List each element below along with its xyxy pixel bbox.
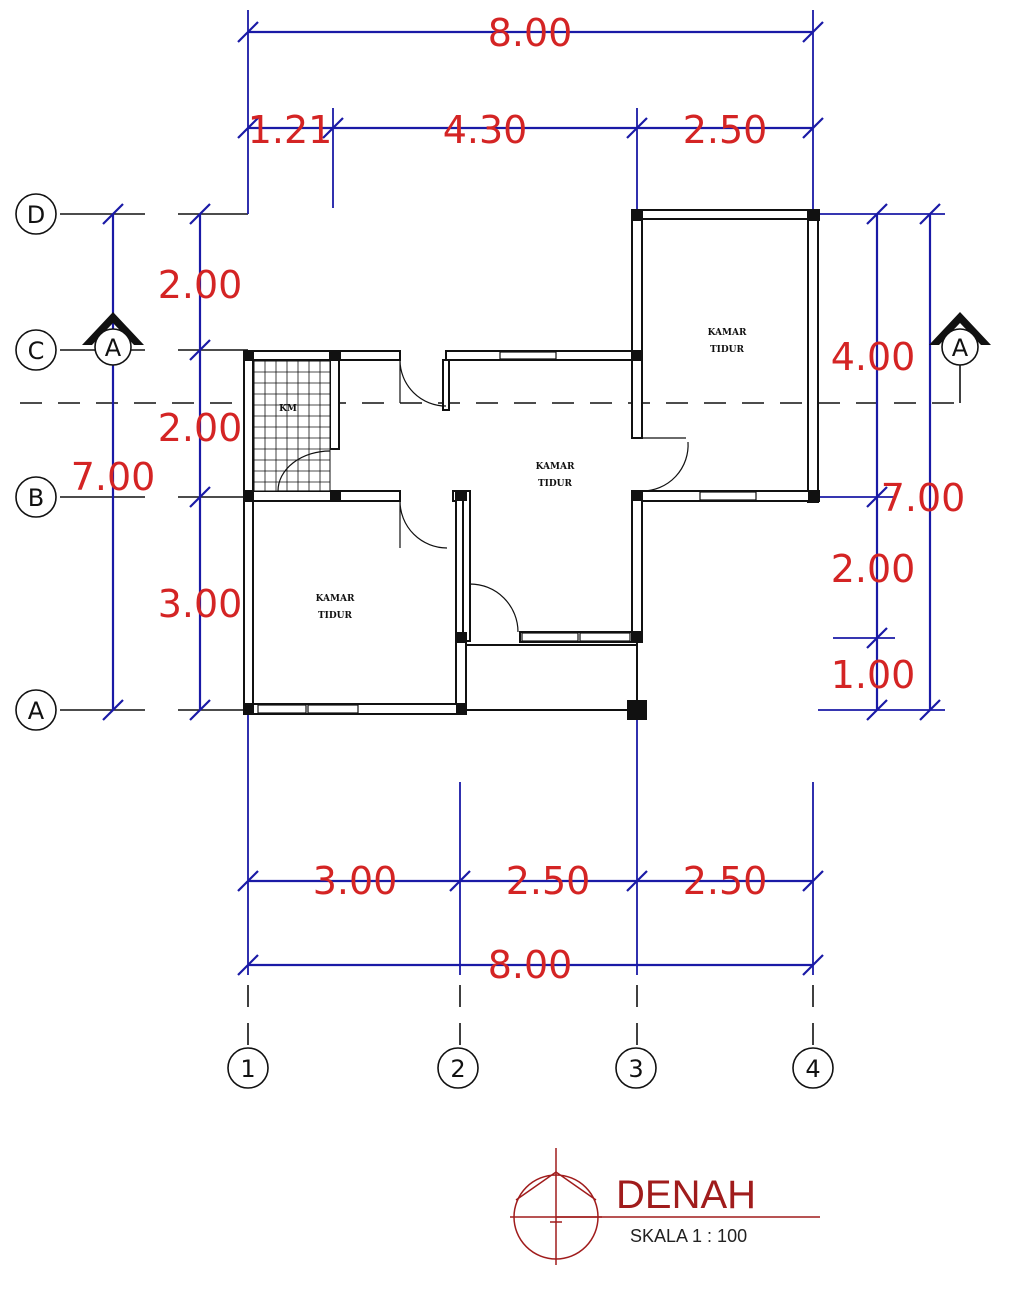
room-labels: KAMAR TIDUR KAMAR TIDUR KAMAR TIDUR [316,328,747,621]
grid-bubble-2: 2 [437,1047,479,1089]
svg-text:3: 3 [628,1055,643,1083]
dim-right-1: 4.00 [831,335,916,379]
dim-top-2: 4.30 [443,108,528,152]
dim-bottom-2: 2.50 [506,859,591,903]
room-label-km: KM [279,404,297,414]
grid-bubble-4: 4 [792,1047,834,1089]
svg-text:1: 1 [240,1055,255,1083]
room-label-center-1: KAMAR [536,462,575,472]
drawing-scale: SKALA 1 : 100 [630,1226,747,1246]
dim-bottom-total: 8.00 [488,943,573,987]
svg-text:B: B [28,484,44,512]
dim-right-total: 7.00 [881,476,966,520]
grid-bubbles-rows: D C B A [15,193,57,731]
grid-bubble-b: B [15,476,57,518]
svg-text:A: A [28,697,45,725]
room-label-left-1: KAMAR [316,594,355,604]
dim-left-total: 7.00 [71,455,156,499]
grid-lines [20,213,960,1045]
room-label-left-2: TIDUR [318,611,353,621]
dim-top-3: 2.50 [683,108,768,152]
dim-bottom-3: 2.50 [683,859,768,903]
section-marker-right: A [929,312,991,403]
dimension-lines [102,10,945,976]
room-label-right-1: KAMAR [708,328,747,338]
svg-text:4: 4 [805,1055,820,1083]
title-symbol [510,1148,602,1265]
dim-bottom-1: 3.00 [313,859,398,903]
windows [257,351,757,714]
dim-right-3: 1.00 [831,653,916,697]
svg-text:A: A [952,334,969,362]
dim-left-1: 2.00 [158,263,243,307]
grid-bubble-3: 3 [615,1047,657,1089]
svg-text:A: A [105,334,122,362]
grid-bubble-1: 1 [227,1047,269,1089]
grid-bubble-a: A [15,689,57,731]
svg-text:C: C [28,337,45,365]
dim-right-2: 2.00 [831,547,916,591]
svg-text:D: D [27,201,45,229]
columns [243,209,820,720]
dim-top-total: 8.00 [488,11,573,55]
doors [399,359,689,633]
section-marker-left: A [82,312,144,366]
svg-text:2: 2 [450,1055,465,1083]
dim-left-2: 2.00 [158,406,243,450]
bathroom-tiles: KM [253,360,331,492]
dim-left-3: 3.00 [158,582,243,626]
dimension-labels: 8.00 1.21 4.30 2.50 2.00 2.00 3.00 7.00 … [71,11,966,987]
grid-bubbles-columns: 1 2 3 4 [227,1047,834,1089]
room-label-center-2: TIDUR [538,479,573,489]
room-label-right-2: TIDUR [710,345,745,355]
grid-bubble-c: C [15,329,57,371]
dim-top-1: 1.21 [248,108,333,152]
drawing-title: DENAH [616,1173,756,1217]
title-block: DENAH SKALA 1 : 100 [510,1148,820,1265]
grid-bubble-d: D [15,193,57,235]
